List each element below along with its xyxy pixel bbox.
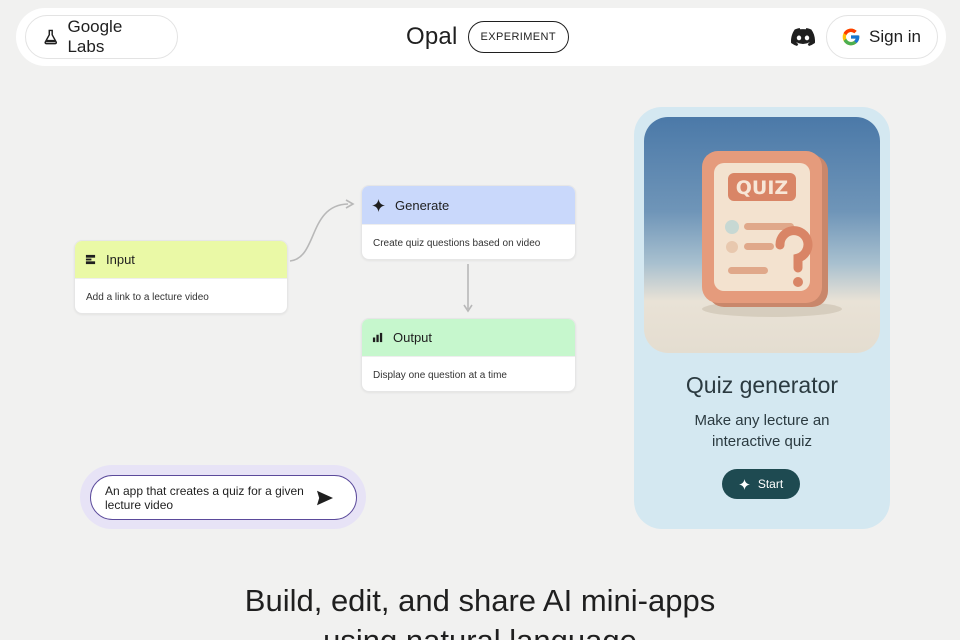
headline-line-2: using natural language — [0, 621, 960, 640]
google-g-icon — [842, 28, 860, 46]
input-node-title: Input — [106, 252, 135, 267]
input-icon — [85, 254, 96, 265]
quiz-board-graphic: QUIZ — [702, 151, 842, 317]
brand: Opal EXPERIMENT — [406, 21, 570, 53]
send-icon[interactable] — [316, 490, 334, 506]
output-node-title: Output — [393, 330, 433, 345]
start-button[interactable]: Start — [722, 469, 800, 499]
prompt-text: An app that creates a quiz for a given l… — [105, 483, 304, 512]
google-labs-button[interactable]: Google Labs — [25, 15, 178, 59]
card-title: Quiz generator — [685, 372, 839, 398]
sign-in-button[interactable]: Sign in — [826, 15, 938, 59]
input-to-generate-connector — [289, 203, 349, 262]
sparkle-icon — [738, 478, 750, 490]
input-node[interactable]: Input Add a link to a lecture video — [74, 240, 288, 314]
start-label: Start — [757, 477, 784, 491]
brand-name: Opal — [406, 23, 458, 50]
generate-node-title: Generate — [395, 197, 450, 213]
google-labs-label: Google Labs — [67, 17, 123, 56]
connector-arrowhead — [463, 304, 473, 313]
hero-headline: Build, edit, and share AI mini-apps usin… — [0, 581, 960, 640]
card-subtitle: Make any lecture an interactive quiz — [694, 412, 830, 450]
generate-node-desc: Create quiz questions based on video — [362, 224, 575, 259]
experiment-badge: EXPERIMENT — [467, 21, 570, 53]
flask-icon — [44, 29, 58, 45]
output-node-header: Output — [362, 319, 575, 356]
top-bar: Google Labs Opal EXPERIMENT Sign in — [16, 8, 946, 66]
bar-chart-icon — [372, 332, 383, 343]
headline-line-1: Build, edit, and share AI mini-apps — [244, 583, 716, 618]
quiz-board-label: QUIZ — [736, 177, 788, 199]
generate-node[interactable]: Generate Create quiz questions based on … — [361, 185, 576, 260]
sparkle-icon — [372, 198, 385, 212]
discord-icon[interactable] — [791, 26, 815, 48]
quiz-generator-card: QUIZ Quiz generator Make any lecture an … — [634, 107, 890, 529]
sign-in-label: Sign in — [869, 27, 921, 46]
input-node-header: Input — [75, 241, 287, 278]
prompt-container: An app that creates a quiz for a given l… — [80, 465, 366, 529]
input-node-desc: Add a link to a lecture video — [75, 278, 287, 313]
output-node-desc: Display one question at a time — [362, 356, 575, 391]
output-node[interactable]: Output Display one question at a time — [361, 318, 576, 392]
quiz-illustration: QUIZ — [644, 117, 880, 353]
generate-node-header: Generate — [362, 186, 575, 224]
connector-arrowhead — [345, 199, 355, 209]
prompt-input[interactable]: An app that creates a quiz for a given l… — [90, 475, 357, 520]
